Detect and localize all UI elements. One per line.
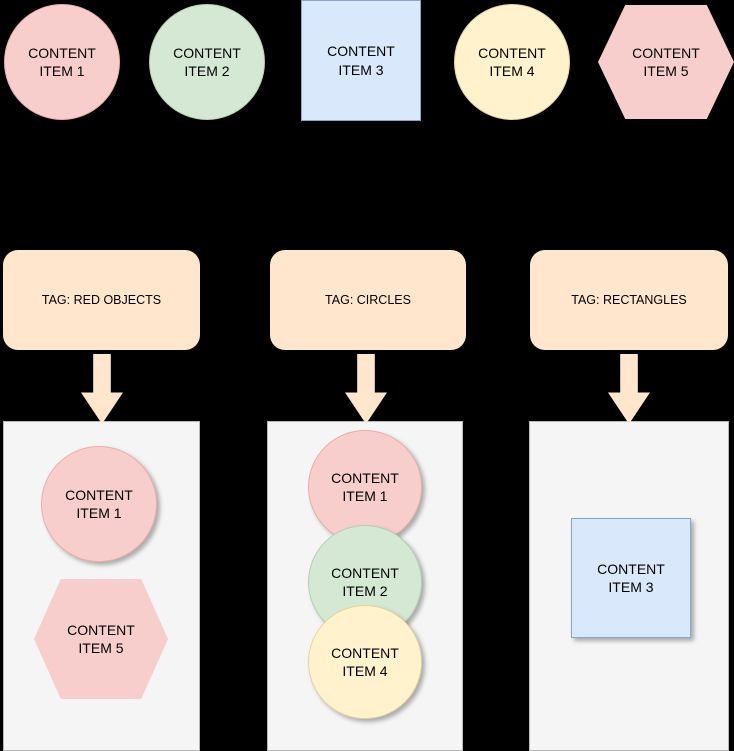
grouped-content-item-4-circles-label: CONTENT ITEM 4 [331, 644, 399, 679]
tag-circles-label: TAG: CIRCLES [325, 293, 411, 307]
grouped-content-item-2-circles-label: CONTENT ITEM 2 [331, 564, 399, 599]
tag-circles: TAG: CIRCLES [270, 250, 466, 350]
down-arrow-icon-2 [345, 354, 387, 424]
grouped-content-item-5-label: CONTENT ITEM 5 [67, 621, 135, 656]
group-container-circles: CONTENT ITEM 1 CONTENT ITEM 2 CONTENT IT… [267, 421, 463, 751]
tag-rectangles-label: TAG: RECTANGLES [571, 293, 687, 307]
down-arrow-icon-1 [81, 354, 123, 424]
tag-red-objects: TAG: RED OBJECTS [3, 250, 200, 350]
grouped-content-item-1-label: CONTENT ITEM 1 [65, 486, 133, 521]
content-item-2-label: CONTENT ITEM 2 [173, 44, 241, 79]
tag-rectangles: TAG: RECTANGLES [530, 250, 728, 350]
grouped-content-item-3: CONTENT ITEM 3 [571, 518, 691, 638]
content-item-1: CONTENT ITEM 1 [4, 4, 120, 120]
content-item-2: CONTENT ITEM 2 [149, 4, 265, 120]
grouped-content-item-4-circles: CONTENT ITEM 4 [308, 605, 422, 719]
content-item-4: CONTENT ITEM 4 [454, 4, 570, 120]
grouped-content-item-3-label: CONTENT ITEM 3 [597, 560, 665, 595]
grouped-content-item-5: CONTENT ITEM 5 [34, 579, 168, 699]
tag-red-objects-label: TAG: RED OBJECTS [41, 293, 162, 307]
content-item-4-label: CONTENT ITEM 4 [478, 44, 546, 79]
group-container-rectangles: CONTENT ITEM 3 [529, 421, 729, 751]
content-item-1-label: CONTENT ITEM 1 [28, 44, 96, 79]
content-item-3: CONTENT ITEM 3 [301, 0, 421, 121]
down-arrow-icon-3 [608, 354, 650, 424]
content-item-5-label: CONTENT ITEM 5 [632, 44, 700, 79]
group-container-red-objects: CONTENT ITEM 1 CONTENT ITEM 5 [3, 421, 200, 751]
content-item-3-label: CONTENT ITEM 3 [327, 43, 395, 78]
content-item-5: CONTENT ITEM 5 [598, 5, 734, 119]
grouped-content-item-1: CONTENT ITEM 1 [41, 446, 157, 562]
grouped-content-item-1-circles-label: CONTENT ITEM 1 [331, 469, 399, 504]
